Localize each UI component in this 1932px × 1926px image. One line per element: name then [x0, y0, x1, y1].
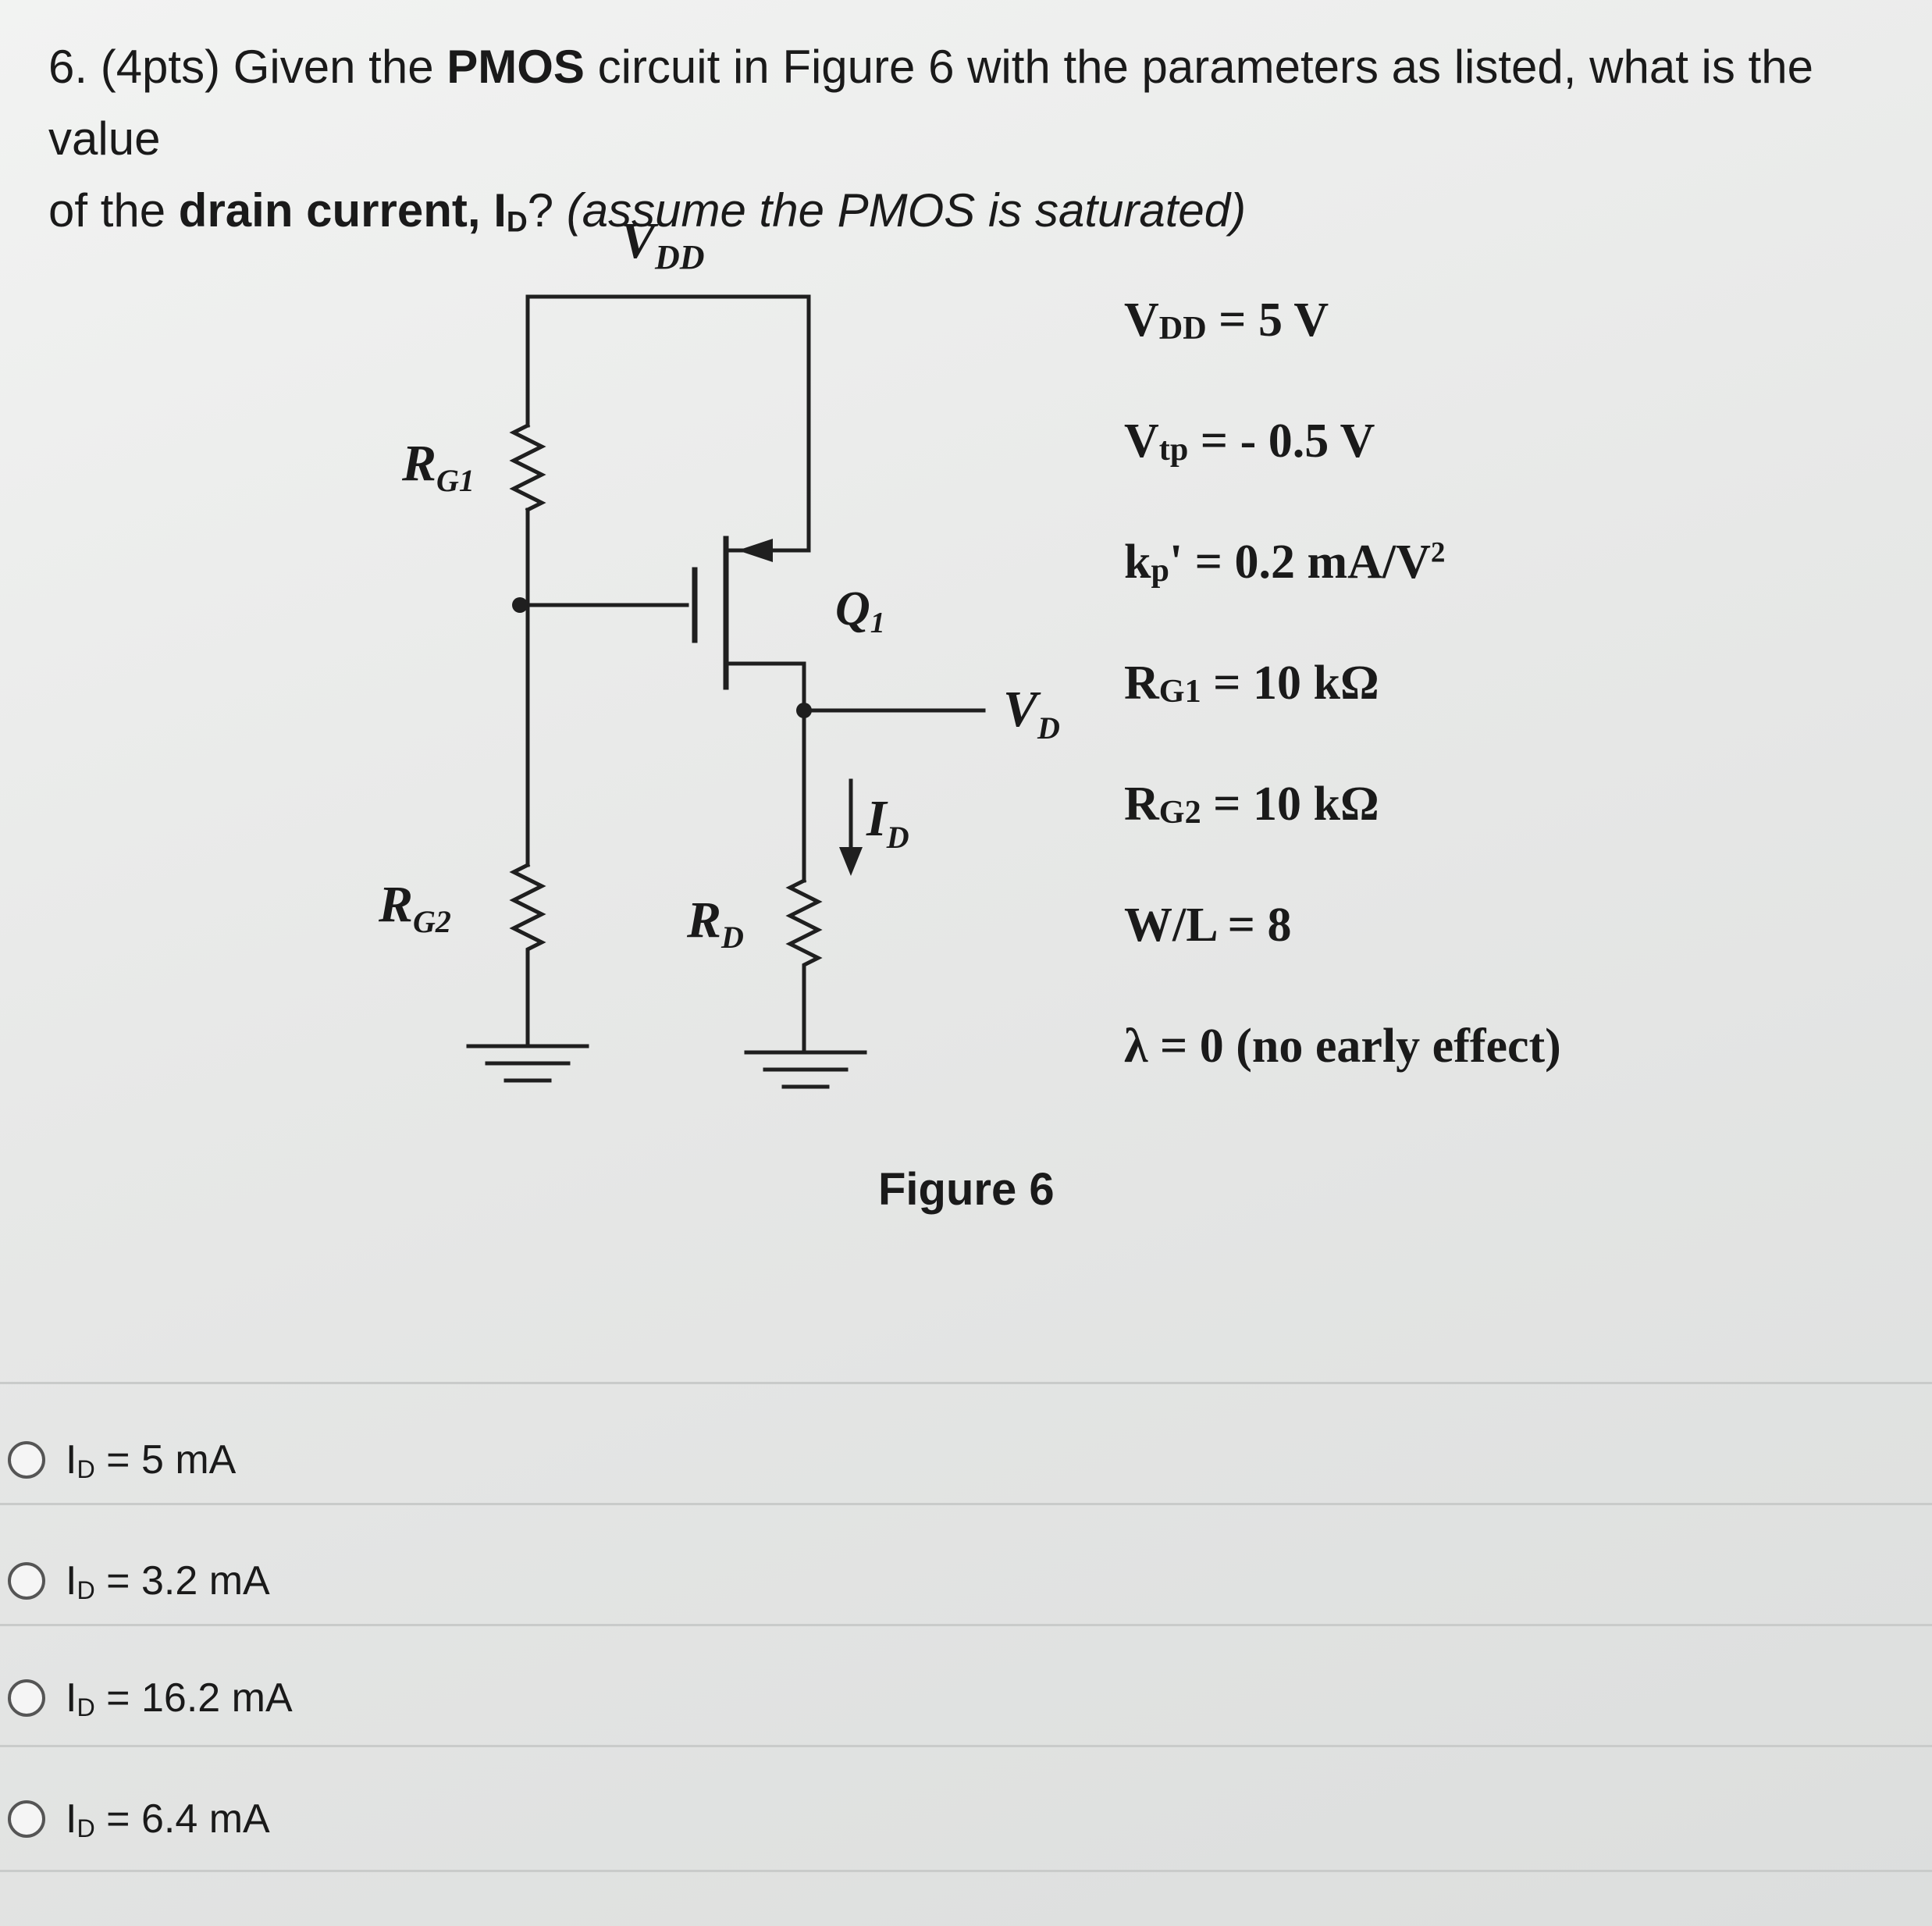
question-line-1: 6. (4pts) Given the PMOS circuit in Figu…	[48, 31, 1922, 175]
q1-label: Q1	[835, 582, 885, 639]
drain-current-label: drain current, I	[178, 184, 507, 237]
rg1-resistor	[509, 422, 546, 513]
option-6-4ma[interactable]: ID = 6.4 mA	[8, 1796, 270, 1842]
option-label: ID = 6.4 mA	[66, 1796, 270, 1842]
option-label: ID = 16.2 mA	[66, 1675, 293, 1721]
gate-node	[512, 597, 528, 613]
question-line-2: of the drain current, ID? (assume the PM…	[48, 175, 1922, 247]
option-16-2ma[interactable]: ID = 16.2 mA	[8, 1675, 293, 1721]
drain-current-emphasis: drain current, ID	[179, 184, 528, 237]
vdd-wire	[525, 294, 811, 553]
radio-button[interactable]	[8, 1562, 45, 1600]
question-mark: ?	[527, 184, 567, 237]
question-body-2: of the	[48, 184, 179, 237]
param-wl: W/L = 8	[1124, 899, 1292, 952]
ground-icon	[466, 1044, 589, 1083]
param-kp: kp' = 0.2 mA/V2	[1124, 536, 1446, 589]
radio-button[interactable]	[8, 1441, 45, 1479]
rg1-label: RG1	[401, 435, 475, 498]
question-number: 6. (4pts) Given the	[48, 41, 447, 93]
rd-resistor	[785, 878, 823, 1055]
figure-caption: Figure 6	[878, 1164, 1055, 1215]
question-text: 6. (4pts) Given the PMOS circuit in Figu…	[48, 31, 1922, 247]
vdd-label: VDD	[621, 212, 705, 276]
option-label: ID = 5 mA	[66, 1437, 237, 1483]
param-rg1: RG1 = 10 kΩ	[1124, 657, 1379, 710]
current-arrow-icon	[839, 847, 863, 876]
option-label: ID = 3.2 mA	[66, 1558, 270, 1604]
ground-icon-2	[744, 1050, 867, 1089]
source-arrow-icon	[738, 539, 773, 562]
divider	[0, 1503, 1932, 1505]
pmos-emphasis: PMOS	[447, 41, 585, 93]
rg2-resistor	[509, 862, 546, 1048]
option-3-2ma[interactable]: ID = 3.2 mA	[8, 1558, 270, 1604]
vd-label: VD	[1003, 681, 1060, 746]
divider	[0, 1745, 1932, 1747]
question-body: circuit in Figure 6 with the parameters …	[48, 41, 1813, 165]
param-vdd: VDD = 5 V	[1124, 294, 1329, 347]
radio-button[interactable]	[8, 1800, 45, 1838]
saturation-note: (assume the PMOS is saturated)	[566, 184, 1247, 237]
id-label: ID	[866, 790, 909, 855]
divider	[0, 1624, 1932, 1626]
drain-current-sub: D	[506, 205, 528, 238]
param-vtp: Vtp = - 0.5 V	[1124, 415, 1375, 468]
divider	[0, 1870, 1932, 1872]
param-rg2: RG2 = 10 kΩ	[1124, 778, 1379, 831]
rg2-label: RG2	[378, 876, 451, 939]
radio-button[interactable]	[8, 1679, 45, 1717]
option-5ma[interactable]: ID = 5 mA	[8, 1436, 236, 1483]
param-lambda: λ = 0 (no early effect)	[1124, 1020, 1561, 1073]
rd-label: RD	[686, 892, 744, 955]
drain-wire	[724, 661, 806, 713]
drain-node	[796, 703, 812, 718]
divider	[0, 1382, 1932, 1384]
